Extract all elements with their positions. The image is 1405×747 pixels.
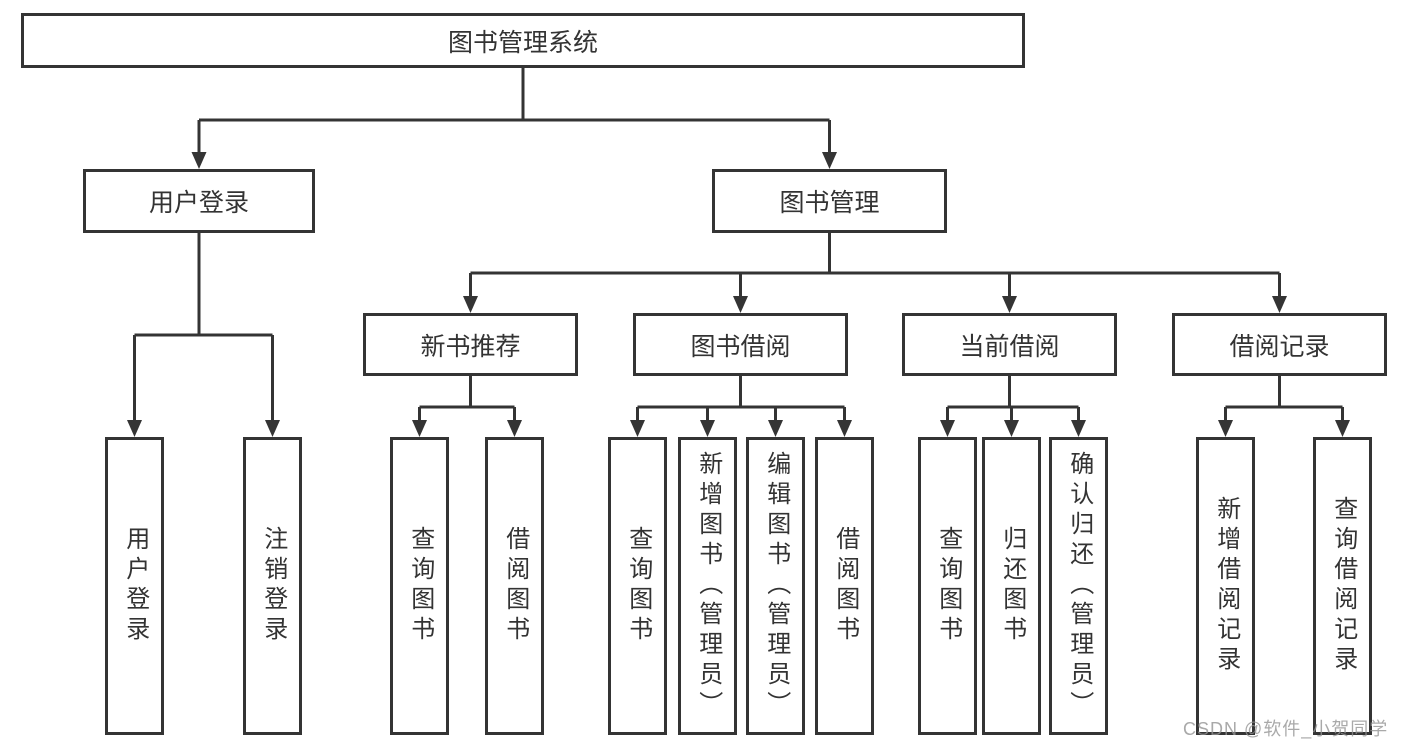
node-label: 用户登录 — [148, 189, 249, 217]
node-borrow-records: 借阅记录 — [1172, 313, 1387, 376]
leaf-label: 新增图书（管理员） — [694, 451, 722, 721]
node-label: 图书借阅 — [690, 332, 791, 361]
leaf-label: 查询借阅记录 — [1329, 496, 1357, 676]
leaf-logout: 注销登录 — [243, 437, 302, 735]
leaf-borrow-books-recommend: 借阅图书 — [485, 437, 544, 735]
leaf-return-books: 归还图书 — [982, 437, 1041, 735]
leaf-label: 编辑图书（管理员） — [762, 451, 790, 721]
leaf-edit-books-admin: 编辑图书（管理员） — [746, 437, 805, 735]
leaf-label: 借阅图书 — [831, 526, 859, 646]
node-label: 借阅记录 — [1229, 332, 1330, 361]
tree-branch-lines — [127, 68, 1350, 437]
node-user-login: 用户登录 — [83, 169, 315, 233]
node-label: 新书推荐 — [420, 332, 521, 361]
leaf-label: 查询图书 — [406, 526, 434, 646]
leaf-label: 注销登录 — [259, 526, 287, 646]
leaf-confirm-return-admin: 确认归还（管理员） — [1049, 437, 1108, 735]
leaf-label: 归还图书 — [998, 526, 1026, 646]
node-label: 图书管理系统 — [447, 28, 598, 57]
leaf-query-books-borrow: 查询图书 — [608, 437, 667, 735]
node-book-management: 图书管理 — [712, 169, 947, 233]
csdn-watermark: CSDN @软件_小贺同学 — [1183, 719, 1389, 739]
leaf-label: 确认归还（管理员） — [1065, 451, 1093, 721]
node-label: 图书管理 — [779, 189, 880, 217]
node-label: 当前借阅 — [959, 332, 1060, 361]
leaf-add-borrow-record: 新增借阅记录 — [1196, 437, 1255, 735]
leaf-borrow-books: 借阅图书 — [815, 437, 874, 735]
node-current-borrow: 当前借阅 — [902, 313, 1117, 376]
node-root-library-system: 图书管理系统 — [21, 13, 1025, 68]
leaf-query-books-recommend: 查询图书 — [390, 437, 449, 735]
leaf-label: 借阅图书 — [501, 526, 529, 646]
leaf-label: 查询图书 — [624, 526, 652, 646]
node-new-book-recommend: 新书推荐 — [363, 313, 578, 376]
leaf-label: 用户登录 — [121, 526, 149, 646]
leaf-label: 查询图书 — [934, 526, 962, 646]
node-book-borrow: 图书借阅 — [633, 313, 848, 376]
leaf-label: 新增借阅记录 — [1212, 496, 1240, 676]
leaf-query-borrow-record: 查询借阅记录 — [1313, 437, 1372, 735]
leaf-query-books-current: 查询图书 — [918, 437, 977, 735]
leaf-add-books-admin: 新增图书（管理员） — [678, 437, 737, 735]
leaf-user-login: 用户登录 — [105, 437, 164, 735]
